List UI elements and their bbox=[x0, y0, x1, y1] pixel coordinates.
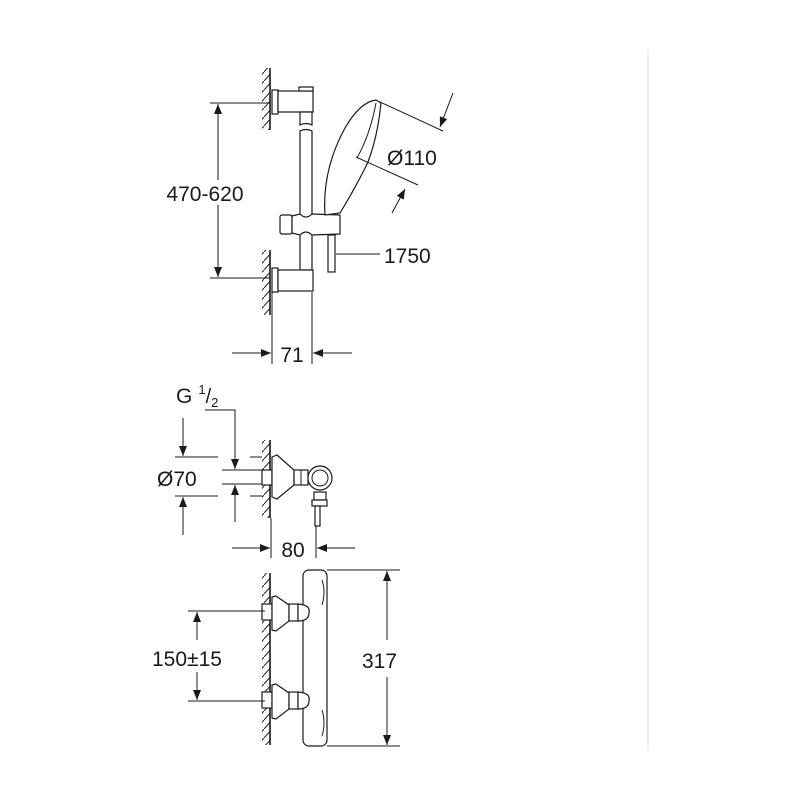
inlet-nut bbox=[261, 469, 273, 486]
dim-escutcheon-diameter: Ø70 bbox=[157, 468, 197, 491]
dim-bracket-spacing: 470-620 bbox=[166, 183, 243, 206]
dim-thermostat-height: 317 bbox=[362, 650, 397, 673]
dim-handshower-diameter: Ø110 bbox=[387, 147, 437, 170]
dim-hose-length: 1750 bbox=[384, 245, 431, 268]
rail bbox=[299, 111, 313, 126]
dim-inlet-spacing: 150±15 bbox=[152, 648, 222, 671]
dim-rail-projection: 71 bbox=[280, 344, 303, 367]
slider bbox=[279, 214, 293, 235]
hose bbox=[327, 234, 336, 273]
lower-bracket bbox=[271, 267, 279, 293]
thermostat-view: 150±15 317 bbox=[152, 569, 400, 747]
shower-rail-view: 470-620 Ø110 1750 71 bbox=[166, 68, 454, 367]
escutcheon bbox=[271, 454, 295, 500]
dim-connection-projection: 80 bbox=[281, 539, 304, 562]
handshower bbox=[324, 99, 382, 216]
upper-bracket bbox=[271, 89, 279, 115]
